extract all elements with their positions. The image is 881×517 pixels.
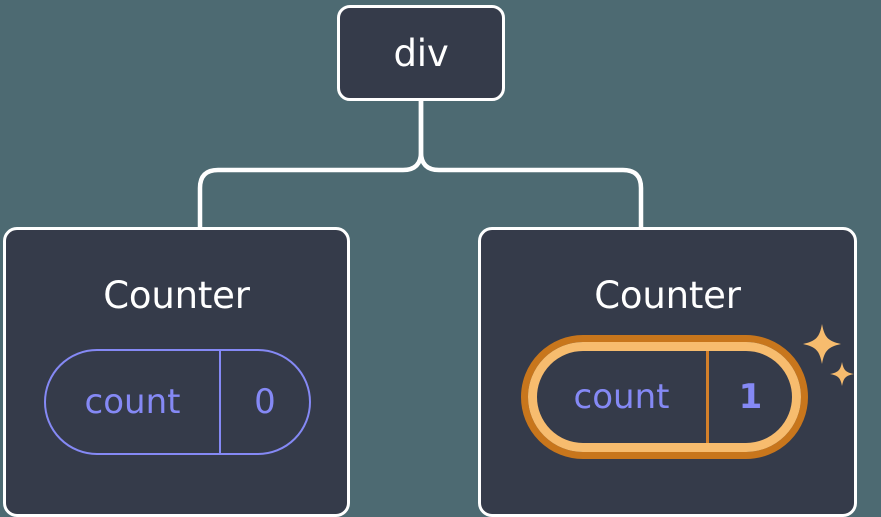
node-counter-left[interactable]: Counter count 0 bbox=[3, 227, 350, 517]
node-div[interactable]: div bbox=[337, 5, 505, 101]
state-key-right: count bbox=[537, 351, 709, 443]
state-pill-left[interactable]: count 0 bbox=[44, 349, 311, 455]
state-value-left: 0 bbox=[254, 382, 276, 422]
state-pill-right[interactable]: count 1 bbox=[521, 335, 808, 459]
state-pill-right-inner-ring: count 1 bbox=[528, 342, 801, 452]
state-pill-left-body: count 0 bbox=[44, 349, 311, 455]
node-counter-right-label: Counter bbox=[594, 274, 741, 317]
state-key-left: count bbox=[46, 351, 221, 453]
diagram-canvas: div Counter count 0 Counter count 1 bbox=[3, 5, 857, 517]
node-counter-right[interactable]: Counter count 1 bbox=[478, 227, 857, 517]
state-value-right: 1 bbox=[738, 377, 763, 417]
state-pill-right-outer-ring: count 1 bbox=[521, 335, 808, 459]
node-counter-left-label: Counter bbox=[103, 274, 250, 317]
node-div-label: div bbox=[393, 31, 449, 75]
